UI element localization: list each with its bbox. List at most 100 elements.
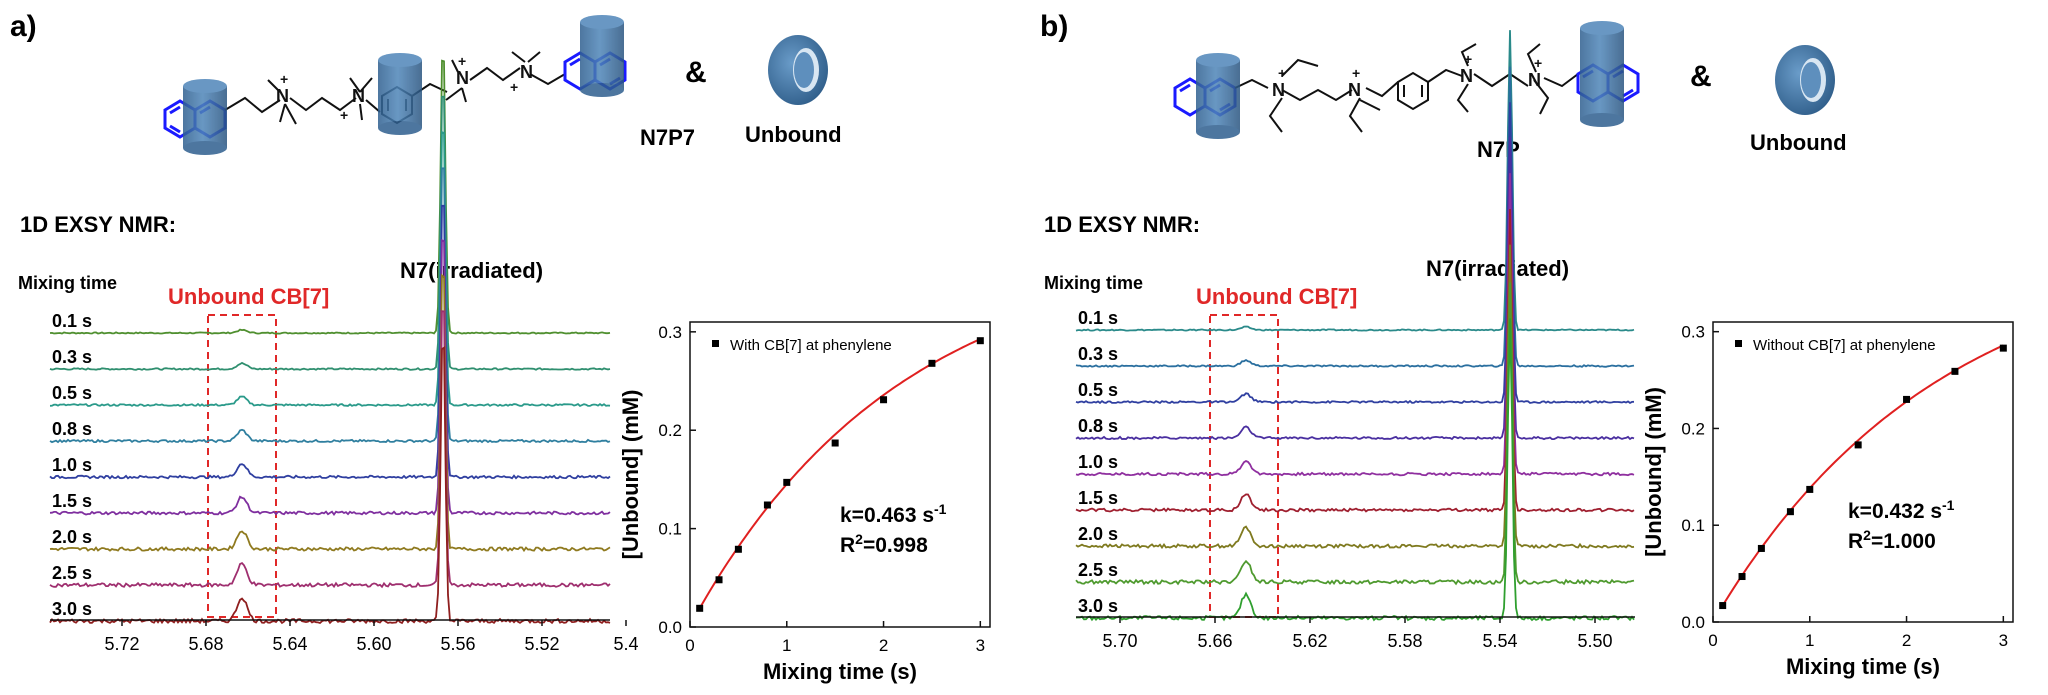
x-axis-label: Mixing time (s) (1786, 654, 1940, 679)
nmr-trace (1075, 282, 1635, 586)
nmr-trace (49, 310, 611, 589)
nmr-trace (1075, 318, 1635, 622)
svg-text:+: + (458, 53, 466, 69)
data-point (831, 439, 839, 447)
data-point (1719, 602, 1727, 610)
unbound-label: Unbound (745, 122, 842, 147)
data-point (976, 337, 984, 345)
ppm-tick-label: 5.60 (356, 634, 391, 654)
svg-text:+: + (1534, 55, 1542, 71)
unbound-highlight-box (207, 314, 277, 618)
mixing-time-label: 1.0 s (1078, 452, 1118, 472)
x-tick-label: 1 (1805, 631, 1814, 650)
r-squared-annotation: R2=1.000 (1848, 527, 1936, 553)
mixing-time-label: 0.3 s (52, 347, 92, 367)
nmr-trace (49, 238, 611, 517)
svg-text:+: + (1464, 51, 1472, 67)
legend-label: Without CB[7] at phenylene (1753, 337, 1936, 354)
mixing-time-label: 2.0 s (1078, 524, 1118, 544)
fit-line (698, 338, 981, 609)
unbound-highlight-box (1209, 314, 1279, 618)
ppm-tick-label: 5.56 (440, 634, 475, 654)
x-tick-label: 3 (976, 636, 985, 655)
nmr-trace (1075, 30, 1635, 332)
r-squared-annotation: R2=0.998 (840, 531, 928, 557)
data-point (1738, 573, 1746, 581)
fit-line (1721, 344, 2004, 607)
svg-text:+: + (280, 71, 288, 87)
x-tick-label: 2 (879, 636, 888, 655)
data-point (1999, 344, 2007, 352)
data-point (696, 604, 704, 612)
cb7-cylinder-icon (1580, 21, 1624, 127)
mixing-time-title: Mixing time (1044, 273, 1143, 293)
rate-constant-annotation: k=0.432 s-1 (1848, 497, 1955, 523)
mixing-time-label: 3.0 s (1078, 596, 1118, 616)
mixing-time-label: 1.5 s (52, 491, 92, 511)
mixing-time-label: 0.1 s (52, 311, 92, 331)
molecule-label: N7P7 (640, 125, 695, 150)
y-tick-label: 0.3 (1681, 323, 1705, 342)
svg-text:N: N (352, 86, 365, 106)
ppm-tick-label: 5.58 (1387, 631, 1422, 651)
svg-text:N: N (1348, 80, 1361, 100)
nmr-trace (49, 167, 611, 444)
data-point (1786, 508, 1794, 516)
nmr-trace (49, 345, 611, 625)
x-tick-label: 2 (1902, 631, 1911, 650)
nmr-trace (1075, 102, 1635, 405)
legend-label: With CB[7] at phenylene (730, 337, 892, 354)
nmr-trace (1075, 173, 1635, 477)
nmr-spectra: 0.1 s0.3 s0.5 s0.8 s1.0 s1.5 s2.0 s2.5 s… (1075, 30, 1635, 651)
ppm-tick-label: 5.4 (613, 634, 638, 654)
ppm-tick-label: 5.68 (188, 634, 223, 654)
y-tick-label: 0.0 (1681, 613, 1705, 632)
data-point (1903, 395, 1911, 403)
ampersand: & (1690, 60, 1712, 93)
ppm-tick-label: 5.72 (104, 634, 139, 654)
nmr-trace (49, 130, 611, 408)
mixing-time-label: 2.0 s (52, 527, 92, 547)
y-axis-label: [Unbound] (mM) (618, 390, 643, 560)
mixing-time-label: 1.0 s (52, 455, 92, 475)
data-point (880, 396, 888, 404)
panel-b: b) (1040, 10, 2014, 679)
x-tick-label: 1 (782, 636, 791, 655)
mixing-time-label: 0.8 s (52, 419, 92, 439)
data-point (1951, 367, 1959, 375)
ppm-tick-label: 5.70 (1102, 631, 1137, 651)
cb7-cylinder-icon (580, 15, 624, 97)
unbound-region-label: Unbound CB[7] (1196, 284, 1357, 309)
mixing-time-label: 1.5 s (1078, 488, 1118, 508)
svg-text:+: + (510, 79, 518, 95)
x-tick-label: 0 (1708, 631, 1717, 650)
nmr-trace (49, 273, 611, 553)
svg-text:N: N (276, 86, 289, 106)
x-tick-label: 0 (685, 636, 694, 655)
mixing-time-label: 0.8 s (1078, 416, 1118, 436)
y-axis-label: [Unbound] (mM) (1641, 387, 1666, 557)
y-tick-label: 0.1 (658, 520, 682, 539)
y-tick-label: 0.2 (658, 421, 682, 440)
exsy-title: 1D EXSY NMR: (1044, 212, 1200, 237)
data-point (763, 501, 771, 509)
ampersand: & (685, 56, 707, 89)
ppm-tick-label: 5.52 (524, 634, 559, 654)
mixing-time-label: 0.1 s (1078, 308, 1118, 328)
ppm-tick-label: 5.50 (1577, 631, 1612, 651)
cb7-ring-icon (1775, 45, 1835, 115)
nmr-trace (1075, 136, 1635, 441)
svg-text:N: N (520, 62, 533, 82)
y-tick-label: 0.3 (658, 323, 682, 342)
molecule-structure: N + N + N + N + (1173, 43, 1640, 133)
cb7-ring-icon (768, 35, 828, 105)
mixing-time-label: 0.3 s (1078, 344, 1118, 364)
svg-text:+: + (1352, 65, 1360, 81)
nmr-trace (49, 59, 611, 335)
mixing-time-label: 3.0 s (52, 599, 92, 619)
mixing-time-label: 0.5 s (52, 383, 92, 403)
molecule-label: N7P (1477, 137, 1520, 162)
